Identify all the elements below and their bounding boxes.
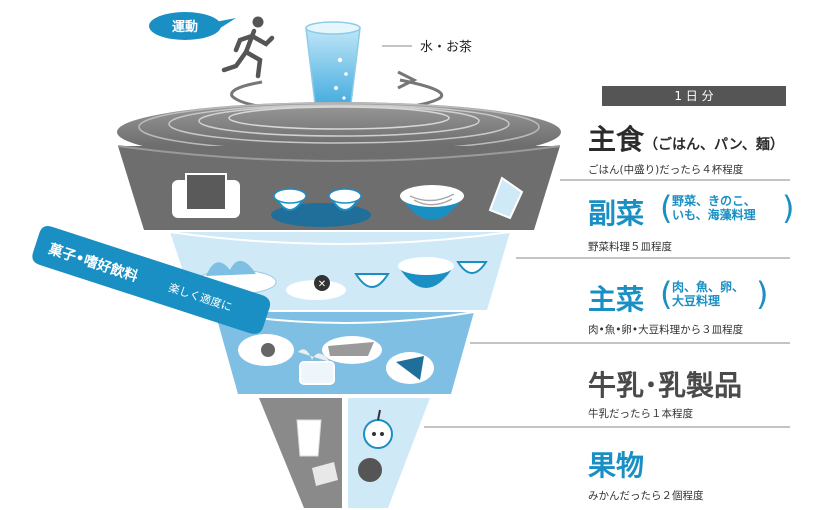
side-detail: 野菜料理５皿程度 (588, 241, 672, 253)
daily-label: 1 日 分 (674, 89, 714, 103)
dairy-detail: 牛乳だったら１本程度 (588, 408, 693, 420)
main-title: 主菜 (588, 278, 644, 318)
water-label: 水・お茶 (420, 39, 472, 55)
fruit-title: 果物 (588, 449, 645, 482)
side-paren-line2: いも、海藻料理 (672, 208, 756, 222)
side-title: 副菜 (588, 192, 644, 232)
main-detail: 肉•魚•卵•大豆料理から３皿程度 (588, 324, 744, 336)
fruit-icons (358, 409, 393, 482)
exercise-label: 運動 (172, 19, 198, 35)
staple-title: 主食（ごはん、パン、麺） (588, 118, 784, 158)
staple-food-icons (172, 173, 524, 227)
runner-icon (221, 16, 275, 79)
fruit-detail: みかんだったら２個程度 (588, 490, 704, 502)
staple-title-text: 主食 (588, 123, 645, 156)
staple-detail: ごはん(中盛り)だったら４杯程度 (588, 164, 744, 176)
dairy-icons (296, 419, 338, 486)
side-title-text: 副菜 (588, 197, 645, 230)
main-paren-line1: 肉、魚、卵、 (672, 280, 745, 294)
staple-paren: （ごはん、パン、麺） (644, 137, 784, 153)
exercise-bubble: 運動 (149, 12, 236, 40)
dairy-title: 牛乳･乳製品 (588, 369, 743, 402)
fruit-band (348, 398, 430, 508)
snack-ribbon: 菓子•嗜好飲料 楽しく適度に (32, 226, 271, 334)
main-title-text: 主菜 (588, 283, 645, 316)
svg-text:✕: ✕ (318, 279, 326, 290)
daily-header: 1 日 分 (602, 86, 786, 106)
side-paren-line1: 野菜、きのこ、 (672, 194, 756, 208)
water-glass-icon (305, 21, 361, 113)
main-dish-icons (238, 334, 434, 385)
main-paren-line2: 大豆料理 (672, 294, 721, 308)
